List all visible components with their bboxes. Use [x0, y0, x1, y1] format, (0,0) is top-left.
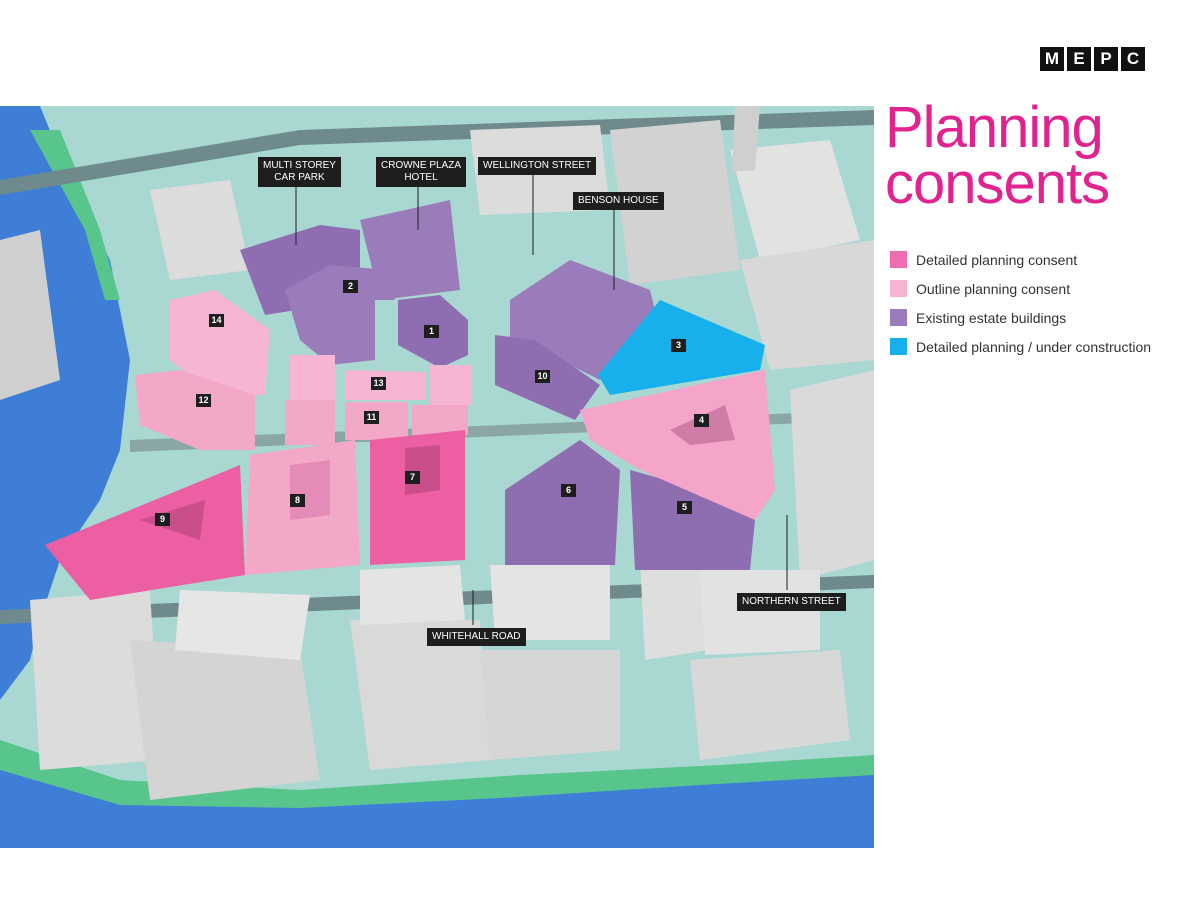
- legend-label: Existing estate buildings: [916, 309, 1067, 326]
- plot-number-8: 8: [290, 494, 305, 507]
- river-bottom: [0, 760, 874, 848]
- outline-building: [430, 365, 472, 405]
- plot-2-building: [285, 265, 395, 365]
- context-building: [0, 230, 60, 400]
- plot-5-building: [630, 470, 755, 570]
- green-strip: [30, 130, 120, 300]
- context-building: [350, 620, 490, 770]
- tower: [732, 106, 760, 172]
- legend-item-outline: Outline planning consent: [890, 274, 1151, 303]
- title-line-1: Planning: [885, 95, 1104, 160]
- map-illustration: [0, 106, 874, 848]
- legend-label: Detailed planning consent: [916, 251, 1078, 268]
- label-multi-storey-car-park: MULTI STOREY CAR PARK: [258, 157, 341, 187]
- context-building: [175, 590, 310, 660]
- site-map: MULTI STOREY CAR PARK CROWNE PLAZA HOTEL…: [0, 106, 874, 848]
- legend-swatch: [890, 309, 907, 326]
- plot-14-building: [170, 290, 270, 395]
- context-building: [730, 140, 860, 260]
- context-building: [640, 560, 710, 660]
- plot-number-12: 12: [196, 394, 211, 407]
- map-legend: Detailed planning consent Outline planni…: [890, 245, 1151, 361]
- context-building: [790, 370, 874, 580]
- context-building: [130, 640, 320, 800]
- label-line: CROWNE PLAZA: [381, 160, 462, 171]
- plot-4-building: [580, 370, 775, 520]
- mepc-logo: M E P C: [1040, 47, 1145, 71]
- plot-6-building: [505, 440, 620, 565]
- plot-8-courtyard: [290, 460, 330, 520]
- plot-number-9: 9: [155, 513, 170, 526]
- plot-number-14: 14: [209, 314, 224, 327]
- label-line: MULTI STOREY: [263, 160, 336, 171]
- outline-building: [412, 405, 468, 435]
- label-benson-house: BENSON HOUSE: [573, 192, 664, 210]
- outline-building: [285, 400, 335, 445]
- plot-7-building: [370, 430, 465, 565]
- legend-label: Detailed planning / under construction: [916, 338, 1152, 355]
- logo-letter: P: [1094, 47, 1118, 71]
- plot-number-11: 11: [364, 411, 379, 424]
- context-building: [740, 240, 874, 370]
- legend-swatch: [890, 338, 907, 355]
- plot-12-building: [135, 370, 255, 450]
- context-building: [490, 565, 610, 640]
- plot-9-courtyard: [140, 500, 205, 540]
- label-whitehall-road: WHITEHALL ROAD: [427, 628, 526, 646]
- label-line: HOTEL: [404, 172, 438, 183]
- context-building: [690, 650, 850, 760]
- legend-item-existing: Existing estate buildings: [890, 303, 1151, 332]
- legend-item-construction: Detailed planning / under construction: [890, 332, 1151, 361]
- plot-number-2: 2: [343, 280, 358, 293]
- logo-letter: M: [1040, 47, 1064, 71]
- label-line: CAR PARK: [274, 172, 325, 183]
- legend-item-detailed: Detailed planning consent: [890, 245, 1151, 274]
- plot-number-7: 7: [405, 471, 420, 484]
- context-building: [700, 570, 820, 655]
- plot-number-4: 4: [694, 414, 709, 427]
- plot-number-6: 6: [561, 484, 576, 497]
- context-building: [150, 180, 250, 280]
- plot-number-3: 3: [671, 339, 686, 352]
- legend-swatch: [890, 280, 907, 297]
- label-crowne-plaza-hotel: CROWNE PLAZA HOTEL: [376, 157, 467, 187]
- title-line-2: consents: [885, 151, 1110, 216]
- label-northern-street: NORTHERN STREET: [737, 593, 846, 611]
- plot-9-building: [45, 465, 245, 600]
- logo-letter: E: [1067, 47, 1091, 71]
- page-title: Planning consents: [885, 95, 1110, 216]
- plot-number-5: 5: [677, 501, 692, 514]
- context-building: [30, 590, 160, 770]
- plot-number-13: 13: [371, 377, 386, 390]
- context-building: [360, 565, 465, 625]
- outline-building: [290, 355, 335, 400]
- label-wellington-street: WELLINGTON STREET: [478, 157, 597, 175]
- plot-number-1: 1: [424, 325, 439, 338]
- plot-number-10: 10: [535, 370, 550, 383]
- legend-swatch: [890, 251, 907, 268]
- context-building: [610, 120, 740, 285]
- legend-label: Outline planning consent: [916, 280, 1071, 297]
- logo-letter: C: [1121, 47, 1145, 71]
- context-building: [480, 650, 620, 760]
- plot-7-courtyard: [405, 445, 440, 495]
